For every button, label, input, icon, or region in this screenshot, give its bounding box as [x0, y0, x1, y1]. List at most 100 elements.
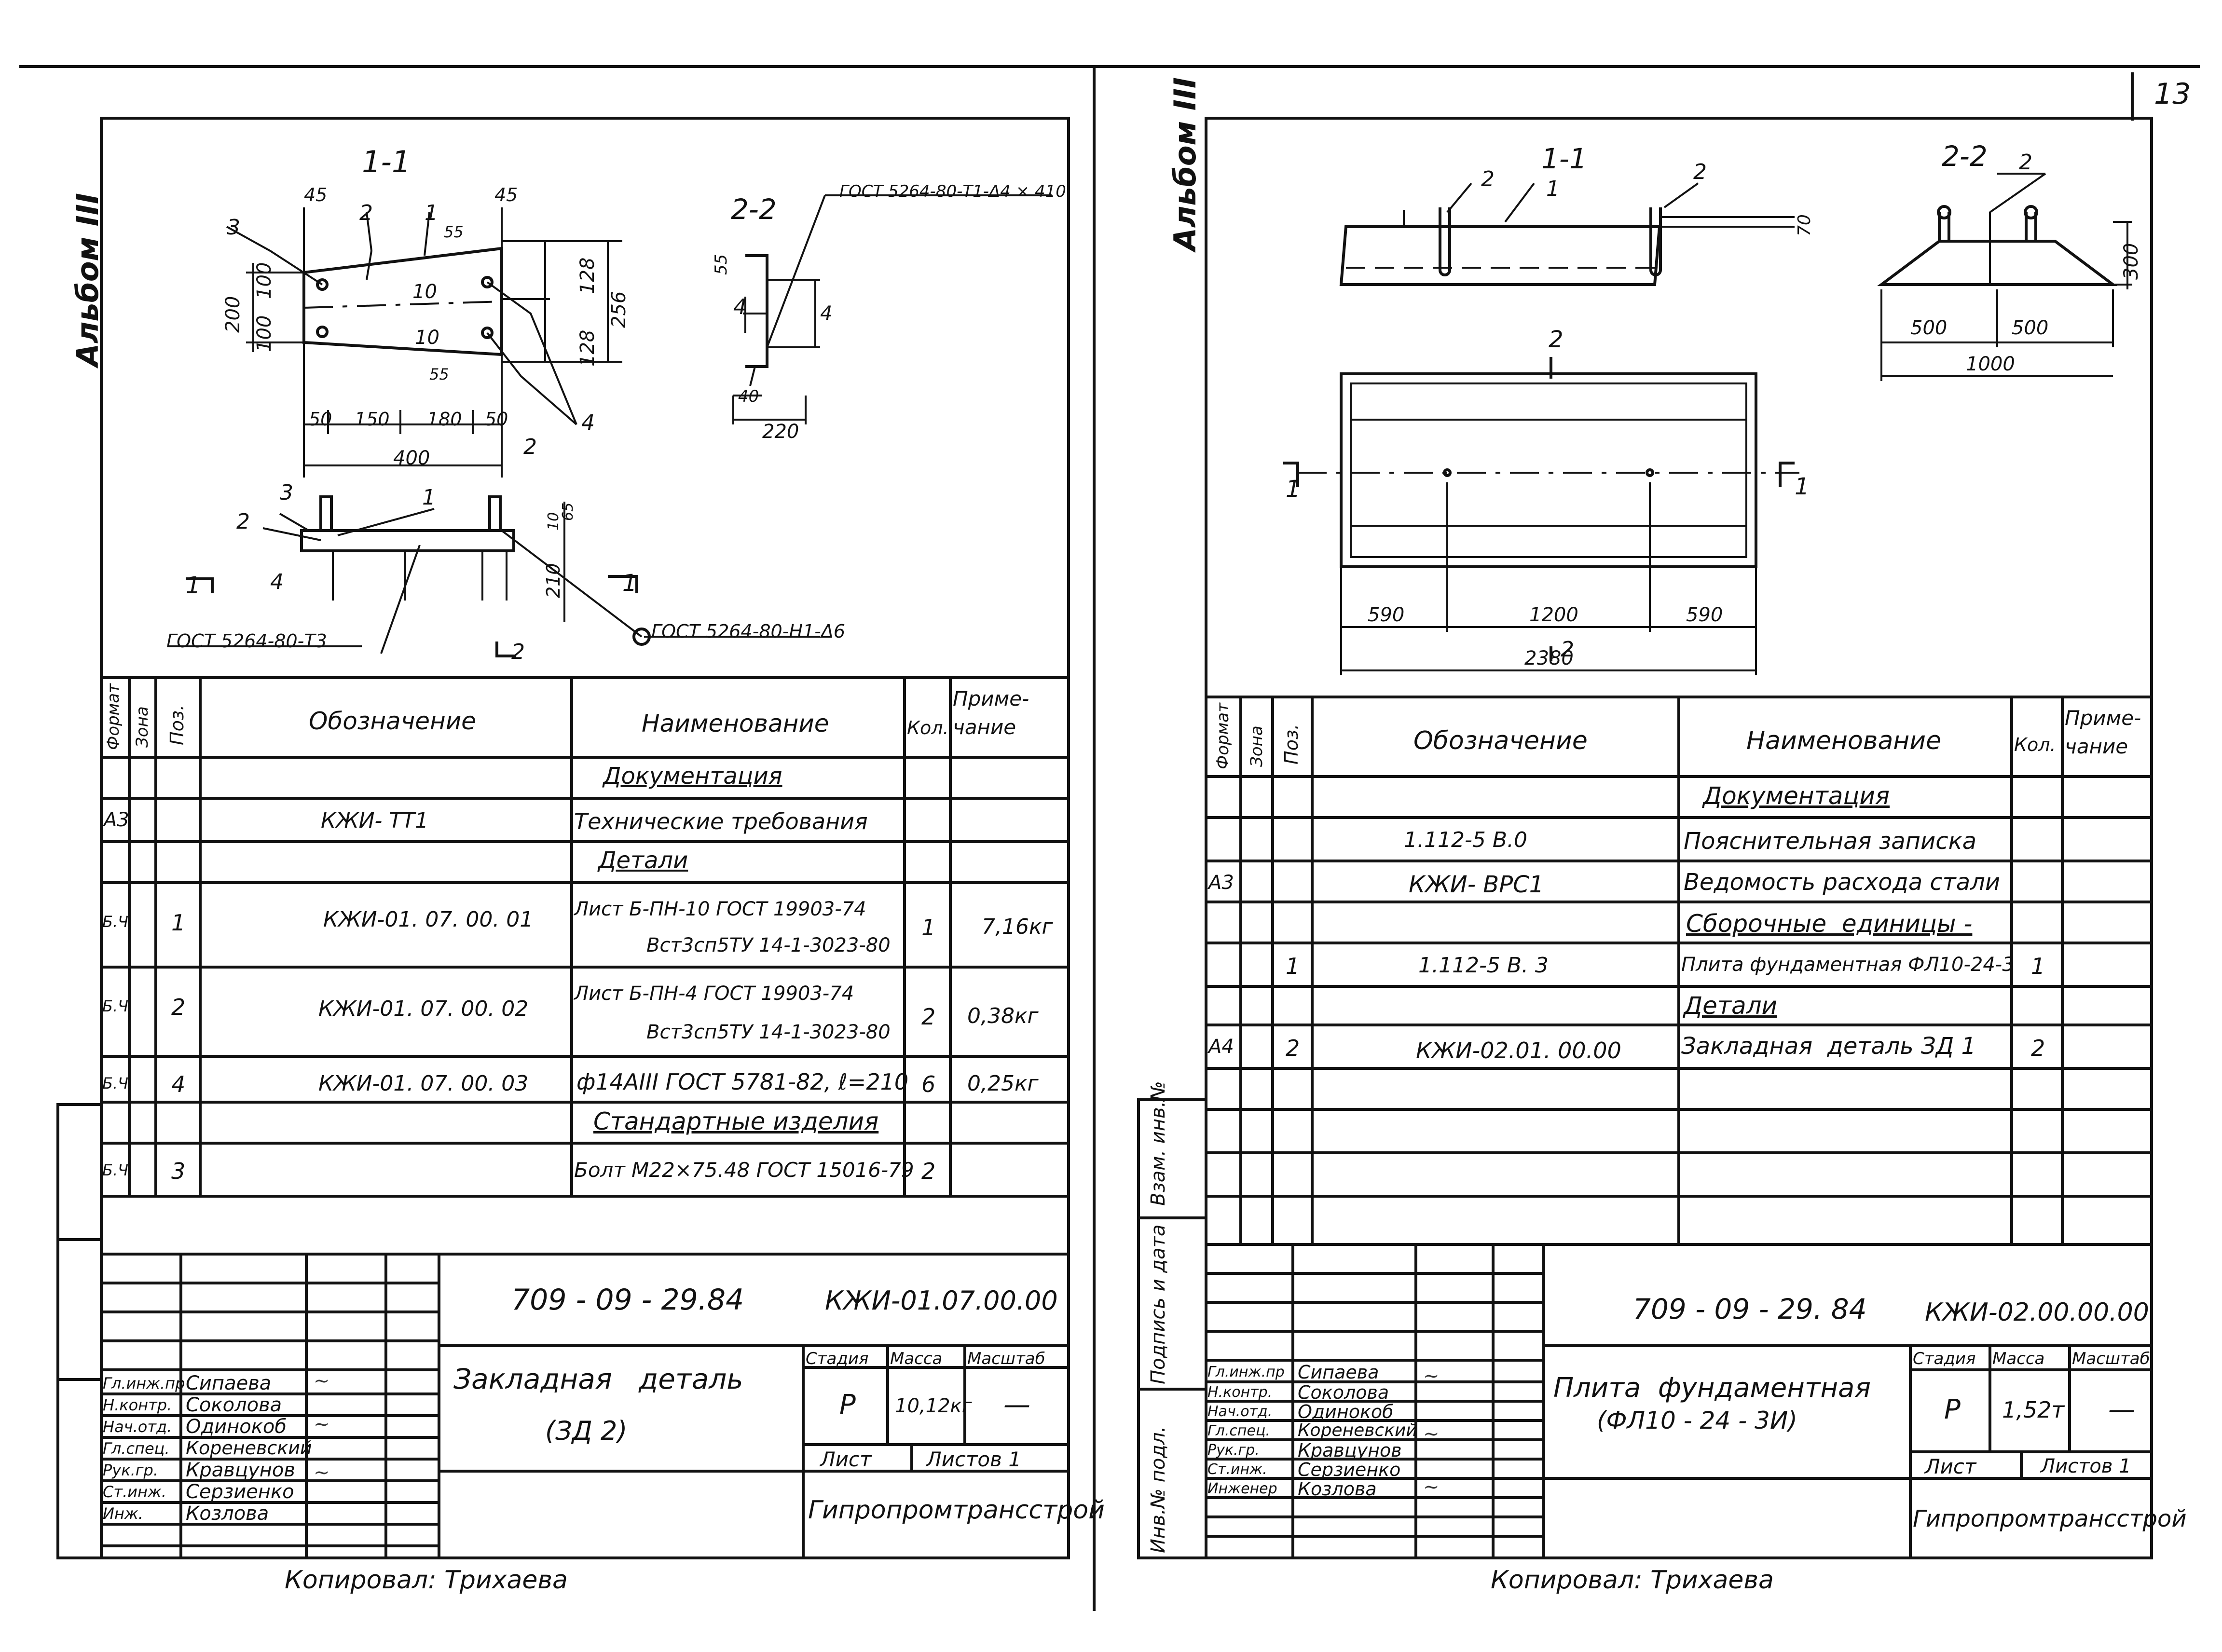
cell-name: Закладная деталь ЗД 1: [1681, 1033, 1976, 1060]
position-marker: 4: [581, 410, 595, 435]
doc-number: 709 - 09 - 29. 84: [1633, 1293, 1867, 1325]
signer-name: Кореневский: [186, 1437, 312, 1459]
side-label-sign: Подпись и дата: [1147, 1224, 1169, 1384]
cell-name: Сборочные единицы -: [1686, 910, 1973, 938]
dim: 45: [304, 184, 328, 205]
dim: 590: [1368, 604, 1405, 626]
dim: 55: [712, 254, 731, 275]
page-number: 13: [2154, 77, 2191, 111]
signer-name: Козлова: [1298, 1478, 1377, 1500]
cell-name: Стандартные изделия: [593, 1107, 879, 1135]
position-marker: 2: [1481, 167, 1495, 191]
section-mark: 1: [1795, 473, 1810, 500]
signer-role: Н.контр.: [1207, 1384, 1273, 1401]
signer-role: Рук.гр.: [1207, 1442, 1260, 1459]
position-marker: 2: [523, 435, 537, 459]
dim: 220: [762, 421, 799, 443]
cell-qty: 2: [921, 1158, 936, 1184]
section-mark: 1: [186, 572, 201, 599]
dim: 200: [222, 296, 244, 333]
right-album-label: Альбом III: [1167, 77, 1203, 251]
signer-name: Сипаева: [1298, 1362, 1379, 1383]
cell-name: Документация: [1703, 782, 1890, 810]
mass-label: Масса: [890, 1349, 943, 1368]
dim: 50: [485, 409, 508, 430]
left-gost-t3-note: ГОСТ 5264-80-Т3: [166, 630, 327, 652]
section-mark: 1: [622, 570, 637, 597]
dim: 40: [738, 387, 759, 406]
cell-designation: КЖИ-01. 07. 00. 03: [318, 1071, 529, 1096]
cell-qty: 2: [2031, 1035, 2045, 1061]
mass-label: Масса: [1992, 1349, 2045, 1368]
drawing-title: Плита фундаментная: [1553, 1372, 1871, 1404]
cell-name: Документация: [603, 763, 782, 790]
scale-label: Масштаб: [967, 1349, 1045, 1368]
signer-name: Соколова: [186, 1394, 282, 1416]
cell-format: А4: [1208, 1036, 1234, 1058]
signer-role: Ст.инж.: [1207, 1461, 1267, 1478]
signer-role: Нач.отд.: [1207, 1403, 1273, 1420]
dim: 1200: [1529, 604, 1578, 626]
dim: 300: [2120, 243, 2142, 280]
signer-role: Инж.: [103, 1504, 143, 1523]
mass-value: 10,12кг: [895, 1395, 972, 1417]
col-header-qty: Кол.: [907, 717, 949, 738]
dim: 128: [576, 257, 599, 294]
signer-role: Рук.гр.: [103, 1461, 159, 1479]
cell-pos: 1: [171, 910, 186, 936]
sheet-label: Лист: [1925, 1455, 1976, 1478]
position-marker: 2: [2019, 150, 2032, 175]
cell-format: Б.Ч: [102, 997, 129, 1015]
copied-by: Копировал: Трихаева: [1491, 1566, 1774, 1595]
cell-format: Б.Ч: [102, 913, 129, 931]
cell-note: 7,16кг: [982, 915, 1053, 939]
dim: 128: [576, 329, 599, 367]
signature-scribble: ~: [314, 1461, 330, 1484]
signer-role: Гл.спец.: [1207, 1422, 1270, 1439]
signer-role: Нач.отд.: [103, 1418, 172, 1436]
col-header-zone: Зона: [133, 706, 152, 748]
position-marker: 4: [270, 570, 284, 594]
left-section-1-1-title: 1-1: [362, 144, 411, 179]
cell-note: 0,38кг: [967, 1004, 1039, 1028]
signer-name: Серзиенко: [186, 1481, 294, 1503]
signer-name: Козлова: [186, 1502, 269, 1525]
doc-code: КЖИ-02.00.00.00: [1925, 1298, 2149, 1327]
dim: 45: [494, 184, 518, 205]
cell-pos: 1: [1286, 953, 1300, 979]
position-marker: 1: [1546, 177, 1560, 201]
dim: 10: [412, 281, 437, 303]
right-section-1-1-title: 1-1: [1541, 142, 1587, 175]
dim: 500: [2012, 317, 2049, 339]
scale-label: Масштаб: [2072, 1349, 2150, 1368]
signer-name: Кравцунов: [1298, 1440, 1402, 1461]
cell-name: Болт М22×75.48 ГОСТ 15016-79: [574, 1158, 914, 1182]
position-marker: 1: [422, 485, 436, 510]
col-header-zone: Зона: [1247, 725, 1266, 767]
position-marker: 2: [359, 201, 373, 225]
cell-designation: КЖИ-02.01. 00.00: [1416, 1038, 1621, 1064]
dim: 70: [1795, 214, 1814, 236]
cell-name: Пояснительная записка: [1684, 828, 1977, 855]
col-header-qty: Кол.: [2014, 734, 2056, 755]
doc-number: 709 - 09 - 29.84: [511, 1283, 744, 1317]
stage-value: Р: [1944, 1394, 1961, 1425]
section-mark: 2: [1549, 326, 1564, 353]
dim: 65: [560, 502, 576, 521]
cell-designation: КЖИ-01. 07. 00. 01: [323, 907, 534, 932]
cell-qty: 1: [921, 915, 936, 941]
col-header-pos: Поз.: [1281, 724, 1302, 765]
signer-role: Ст.инж.: [103, 1483, 166, 1501]
cell-qty: 6: [921, 1071, 936, 1097]
col-header-note: Приме- чание: [953, 687, 1029, 739]
left-gost-h1-note: ГОСТ 5264-80-Н1-Δ6: [651, 621, 846, 642]
signer-role: Гл.инж.пр: [1207, 1364, 1285, 1380]
cell-pos: 2: [171, 994, 186, 1020]
organization: Гипропромтрансстрой: [808, 1496, 1105, 1525]
drawing-subtitle: (ЗД 2): [545, 1416, 628, 1446]
col-header-note: Приме- чание: [2065, 706, 2141, 758]
copied-by: Копировал: Трихаева: [285, 1566, 568, 1595]
dim: 100: [253, 262, 275, 299]
cell-format: А3: [1208, 872, 1234, 894]
